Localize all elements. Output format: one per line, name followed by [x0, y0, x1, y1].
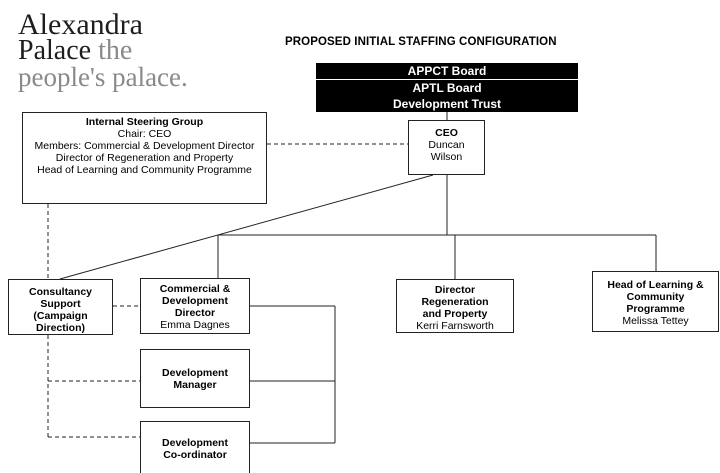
board-aptl: APTL Board	[316, 80, 578, 96]
consultancy-line-3: (Campaign	[33, 310, 88, 322]
consultancy-line-2: Support	[40, 298, 81, 310]
steering-members: Members: Commercial & Development Direct…	[34, 140, 255, 152]
commercial-line-2: Development	[162, 295, 228, 307]
regen-line-3: and Property	[422, 308, 488, 320]
regen-name: Kerri Farnsworth	[416, 320, 494, 332]
learning-name: Melissa Tettey	[622, 315, 689, 327]
consultancy-line-4: Direction)	[35, 322, 85, 334]
commercial-line-1: Commercial &	[159, 283, 231, 295]
regen-line-2: Regeneration	[421, 296, 489, 308]
ceo-name-line-1: Duncan	[428, 139, 465, 151]
ceo-box: CEO Duncan Wilson	[408, 120, 485, 175]
commercial-director-box: Commercial & Development Director Emma D…	[140, 278, 250, 334]
consultancy-line-1: Consultancy	[28, 286, 92, 298]
learning-line-2: Community	[626, 291, 685, 303]
dev-coord-line-1: Development	[162, 437, 228, 449]
steering-chair: Chair: CEO	[117, 128, 172, 140]
commercial-name: Emma Dagnes	[160, 319, 230, 331]
logo-line-1: Alexandra	[18, 8, 143, 41]
steering-director-regen: Director of Regeneration and Property	[55, 152, 234, 164]
consultancy-box: Consultancy Support (Campaign Direction)	[8, 279, 113, 335]
board-appct: APPCT Board	[316, 63, 578, 79]
head-learning-box: Head of Learning & Community Programme M…	[592, 271, 719, 332]
logo-line-2: Palace the	[18, 37, 132, 65]
steering-head-learning: Head of Learning and Community Programme	[37, 164, 252, 176]
dev-coord-line-2: Co-ordinator	[163, 449, 227, 461]
steering-group-box: Internal Steering Group Chair: CEO Membe…	[22, 112, 267, 204]
ceo-name-line-2: Wilson	[430, 151, 463, 163]
ceo-to-consultancy-line	[59, 174, 434, 280]
commercial-line-3: Director	[174, 307, 216, 319]
development-manager-box: Development Manager	[140, 349, 250, 408]
steering-group-title: Internal Steering Group	[85, 116, 204, 128]
ceo-title: CEO	[435, 127, 458, 139]
dev-manager-line-2: Manager	[173, 379, 217, 391]
regen-line-1: Director	[434, 284, 476, 296]
learning-line-3: Programme	[626, 303, 685, 315]
development-coordinator-box: Development Co-ordinator	[140, 421, 250, 473]
logo-line-3: people's palace.	[18, 62, 188, 92]
learning-line-1: Head of Learning &	[607, 279, 704, 291]
alexandra-palace-logo: Alexandra Palace the people's palace.	[18, 8, 253, 92]
dev-manager-line-1: Development	[162, 367, 228, 379]
logo-palace: Palace	[18, 35, 92, 66]
logo-the: the	[98, 35, 133, 66]
director-regeneration-box: Director Regeneration and Property Kerri…	[396, 279, 514, 333]
page-title: PROPOSED INITIAL STAFFING CONFIGURATION	[285, 36, 557, 48]
board-development-trust: Development Trust	[316, 96, 578, 112]
